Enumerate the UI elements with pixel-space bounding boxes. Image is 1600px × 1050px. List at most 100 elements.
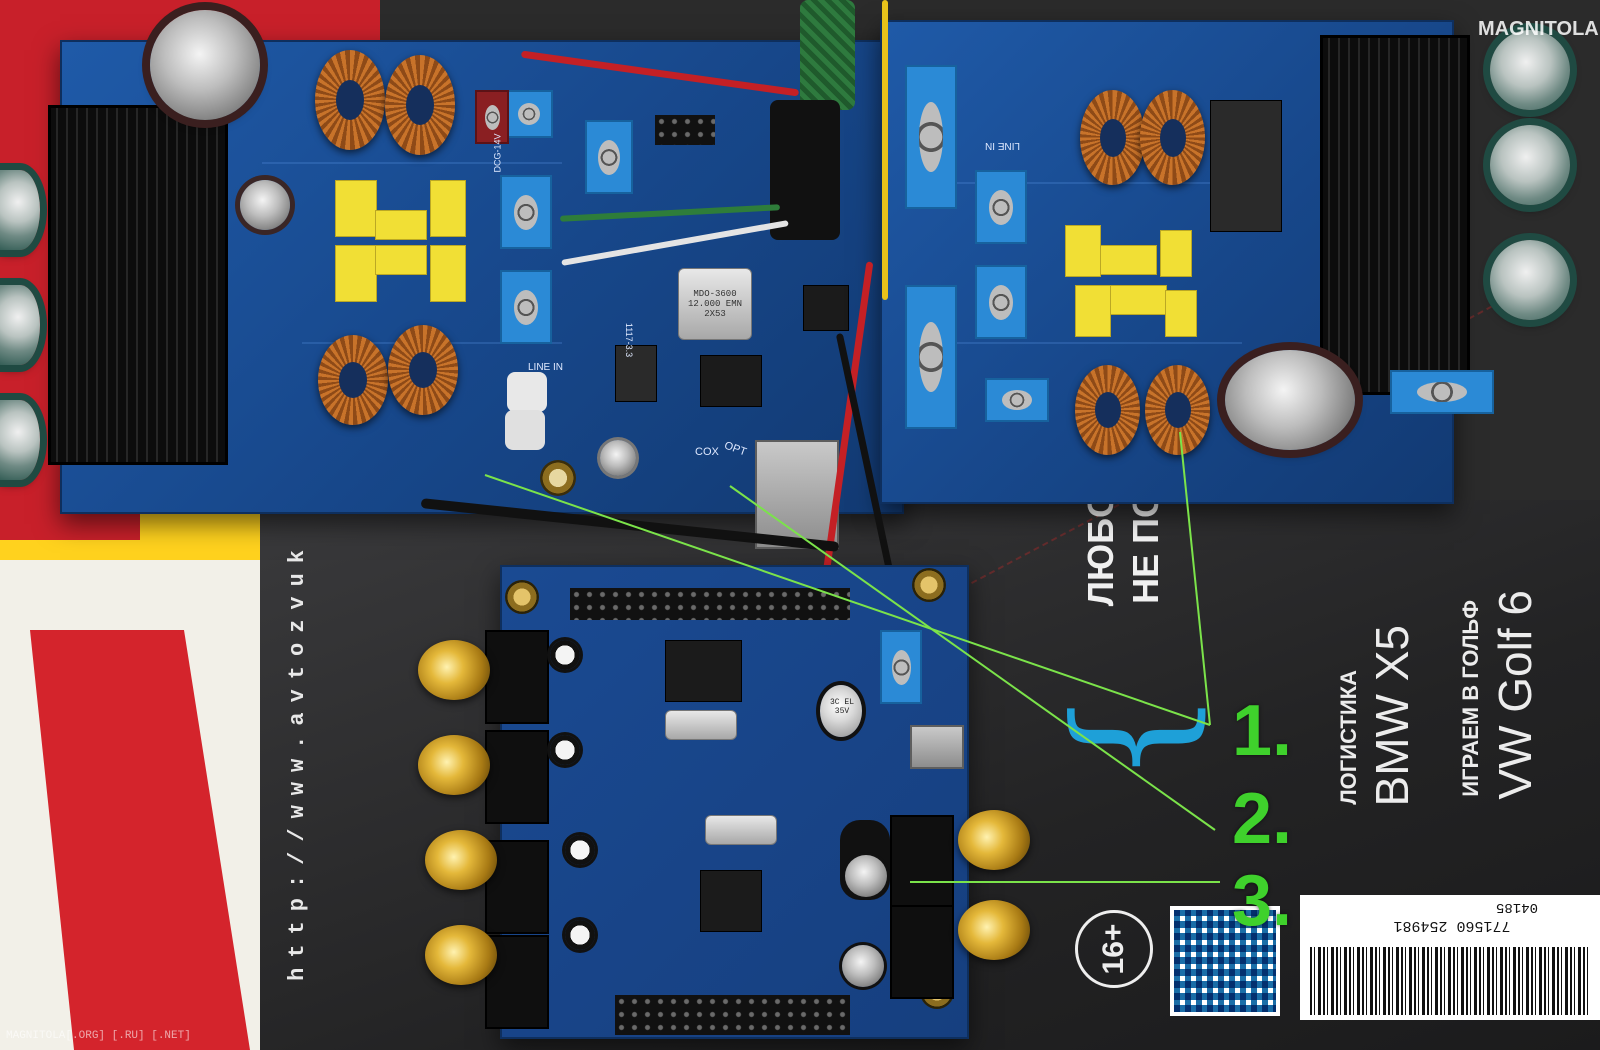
right-toroid-1 [1080, 90, 1145, 185]
rca-jack-2 [418, 735, 490, 795]
qr-code [1170, 906, 1280, 1016]
bottom-capacitor-3 [842, 945, 884, 987]
rca-body-2 [485, 730, 549, 824]
barcode-number: 771560 254981 [1393, 917, 1511, 934]
bottom-crystal-2 [705, 815, 777, 845]
left-terminal-4 [585, 120, 633, 194]
right-terminal-2 [975, 170, 1027, 244]
left-edge-green-capacitor-2 [0, 285, 40, 365]
bottom-power-terminal [880, 630, 922, 704]
right-toroid-2 [1140, 90, 1205, 185]
right-green-capacitor-3 [1490, 240, 1570, 320]
left-film-cap-5 [375, 245, 427, 275]
left-heatsink [48, 105, 228, 465]
left-crystal-oscillator: MDO-3600 12.000 EMN 2X53 [678, 268, 752, 340]
left-film-cap-1 [335, 180, 377, 237]
right-green-capacitor-1 [1490, 30, 1570, 110]
bottom-crystal-1 [665, 710, 737, 740]
left-edge-green-capacitor-3 [0, 400, 40, 480]
rca-jack-6 [958, 900, 1030, 960]
magazine-headline-2: НЕ ПО [1125, 490, 1166, 604]
barcode: 04185 771560 254981 [1300, 895, 1600, 1020]
bottom-capacitor-2-top [845, 855, 887, 897]
brace-decor: { [1043, 689, 1217, 785]
right-film-cap-3 [1160, 230, 1192, 277]
right-terminal-block-1 [905, 65, 957, 209]
bottom-bottom-header [615, 995, 850, 1035]
silk-dcg: DCG-14V [492, 133, 503, 173]
magazine-item-2-kicker: ИГРАЕМ В ГОЛЬФ [1458, 600, 1483, 797]
rca-jack-1 [418, 640, 490, 700]
left-red-terminal [475, 90, 509, 144]
age-rating-badge: 16+ [1075, 910, 1153, 988]
magnitola-watermark: MAGNITOLA [1478, 18, 1599, 40]
left-terminal-2 [500, 175, 552, 249]
left-edge-green-capacitor-1 [0, 170, 40, 250]
bottom-capacitor-label: 3C EL 35V [829, 698, 854, 716]
bottom-ic-top [665, 640, 742, 702]
right-green-capacitor-2 [1490, 125, 1570, 205]
left-film-cap-4 [335, 245, 377, 302]
annotation-label-1: 1. [1232, 691, 1293, 771]
right-film-cap-1 [1065, 225, 1101, 277]
right-resistor-array [1210, 100, 1282, 232]
left-film-cap-3 [430, 180, 466, 237]
barcode-bars [1310, 947, 1590, 1015]
footer-watermark: MAGNITOLA[.ORG] [.RU] [.NET] [6, 1030, 191, 1042]
right-film-cap-2 [1100, 245, 1157, 275]
bottom-small-cap-3 [565, 835, 595, 865]
magazine-url: http://www.avtozvuk [285, 540, 310, 981]
right-electrolytic-capacitor [1225, 350, 1355, 450]
left-toroid-2 [385, 55, 455, 155]
mount-hole-1 [505, 580, 539, 614]
left-film-cap-2 [375, 210, 427, 240]
bottom-top-header [570, 588, 850, 620]
rca-jack-3 [425, 830, 497, 890]
left-small-capacitor [240, 180, 290, 230]
yellow-wire [882, 0, 888, 300]
right-toroid-3 [1075, 365, 1140, 455]
right-terminal-3 [975, 265, 1027, 339]
silk-line-in-left: LINE IN [528, 362, 564, 373]
left-toroid-3 [318, 335, 388, 425]
rca-body-4 [485, 935, 549, 1029]
left-electrolytic-capacitor [150, 10, 260, 120]
annotation-label-3: 3. [1232, 861, 1293, 941]
left-toroid-4 [388, 325, 458, 415]
silk-regulator: 1117-3.3 [624, 322, 635, 358]
spdif-coax-jack [540, 460, 576, 496]
rca-body-1 [485, 630, 549, 724]
mini-usb-connector [910, 725, 964, 769]
bottom-ic-dsp [700, 870, 762, 932]
magazine-headline-1: ЛЮБО [1080, 490, 1121, 607]
silk-line-in-right: LINE IN [985, 140, 1021, 151]
line-in-connector [507, 372, 547, 412]
magazine-item-2-title: VW Golf 6 [1489, 590, 1541, 800]
bottom-small-cap-1 [550, 640, 580, 670]
magazine-item-1-kicker: ЛОГИСТИКА [1336, 670, 1361, 805]
cable-sleeve [770, 100, 840, 240]
braided-cable [800, 0, 855, 110]
left-screw [600, 440, 636, 476]
right-dc-terminal [985, 378, 1049, 422]
barcode-issue-number: 04185 [1496, 899, 1539, 915]
right-film-cap-4 [1075, 285, 1111, 337]
line-in-connector-2 [505, 410, 545, 450]
right-film-cap-6 [1165, 290, 1197, 337]
right-terminal-block-2 [905, 285, 957, 429]
usb-b-connector [755, 440, 839, 549]
rca-body-6 [890, 905, 954, 999]
left-jumper-header [655, 115, 715, 145]
left-regulator [615, 345, 657, 402]
bottom-small-cap-2 [550, 735, 580, 765]
annotation-label-2: 2. [1232, 779, 1293, 859]
left-ic-1 [700, 355, 762, 407]
rca-body-5 [890, 815, 954, 909]
mount-hole-2 [912, 568, 946, 602]
right-toroid-4 [1145, 365, 1210, 455]
left-terminal-1 [505, 90, 553, 138]
left-ic-2 [803, 285, 849, 331]
left-terminal-3 [500, 270, 552, 344]
magazine-item-1-title: BMW X5 [1366, 625, 1418, 807]
